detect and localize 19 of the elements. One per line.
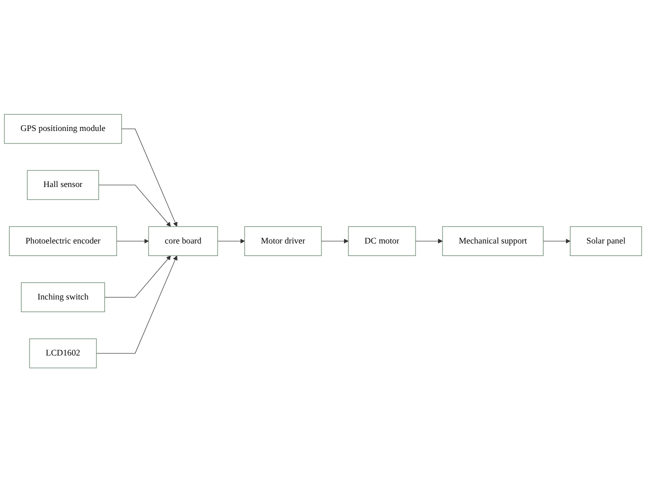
node-box: Solar panel [570, 226, 642, 256]
arrow [415, 238, 443, 244]
node-box: core board [148, 226, 218, 256]
node-box: Mechanical support [442, 226, 544, 256]
node-box: Photoelectric encoder [9, 226, 117, 256]
arrow [98, 184, 171, 227]
node-box: LCD1602 [29, 338, 97, 368]
arrow [321, 238, 349, 244]
arrow [542, 238, 570, 244]
arrow [96, 255, 178, 354]
node-box: Hall sensor [26, 170, 99, 200]
arrow [116, 238, 149, 244]
node-box: GPS positioning module [4, 114, 122, 144]
node-box: Inching switch [20, 282, 105, 312]
arrow [121, 128, 178, 227]
node-box: Motor driver [244, 226, 322, 256]
node-box: DC motor [348, 226, 416, 256]
arrow [104, 255, 171, 298]
arrow [217, 238, 245, 244]
